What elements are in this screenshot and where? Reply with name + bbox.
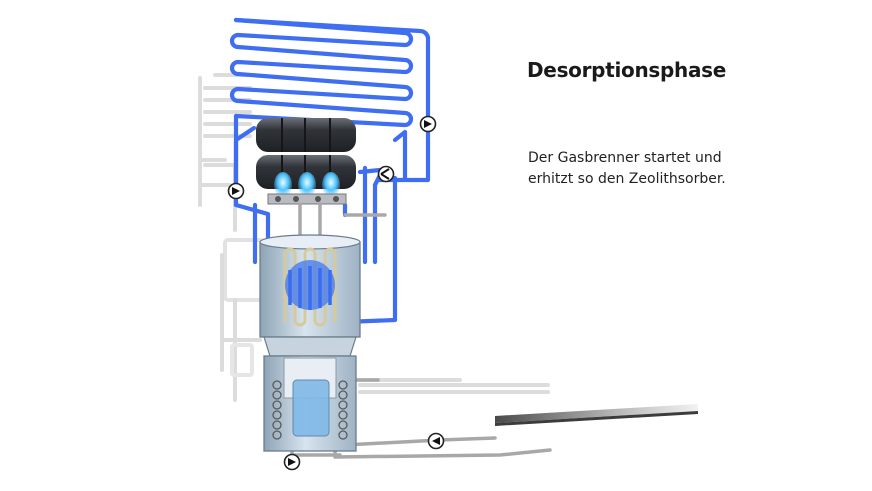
page-title: Desorptionsphase [527,58,727,82]
pump-left [227,182,245,200]
ground-plate [495,404,698,426]
phase-description: Der Gasbrenner startet und erhitzt so de… [528,148,768,190]
evaporator-tank [263,336,357,452]
description-line-1: Der Gasbrenner startet und [528,150,722,166]
pump-bottom-left [283,453,301,471]
condenser-coil [229,17,414,128]
gas-burner [256,118,356,205]
pump-bottom-right [427,432,445,450]
pump-upper-right [419,115,437,133]
zeolith-sorber [259,234,361,338]
description-line-2: erhitzt so den Zeolithsorber. [528,171,726,187]
three-way-valve [377,165,395,183]
